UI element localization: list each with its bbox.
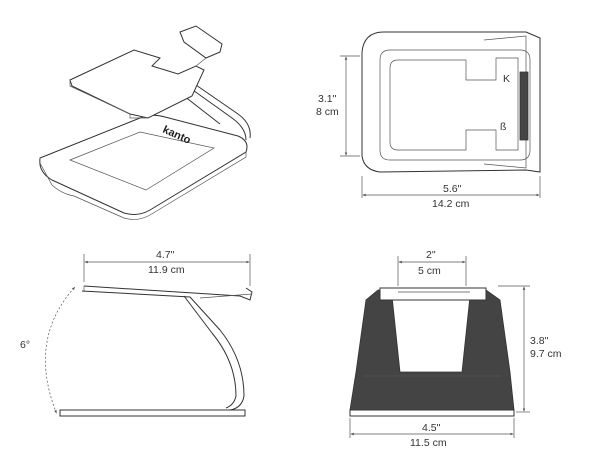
front-view: 2" 5 cm 3.8" 9.7 cm 4.5" 11.5 cm [349, 249, 562, 449]
top-height-cm: 8 cm [316, 106, 339, 118]
top-width-cm: 14.2 cm [432, 198, 470, 210]
side-angle: 6° [20, 339, 30, 351]
front-height-in: 3.8" [530, 335, 549, 347]
isometric-view: kanto [39, 25, 251, 220]
top-view: K ß 3.1" 8 cm 5.6" 14.2 cm [316, 31, 541, 210]
side-width-cm: 11.9 cm [148, 264, 185, 276]
front-top-in: 2" [426, 249, 436, 261]
k-icon: K [503, 73, 510, 85]
side-view: 4.7" 11.9 cm 6° [20, 249, 253, 417]
top-width-in: 5.6" [443, 183, 462, 195]
top-height-in: 3.1" [318, 93, 337, 105]
iso-support-arm [183, 84, 251, 141]
front-height-cm: 9.7 cm [530, 348, 562, 360]
front-base-cm: 11.5 cm [410, 437, 447, 449]
front-base-in: 4.5" [422, 422, 441, 434]
front-top-cm: 5 cm [418, 265, 441, 277]
logo-mark-icon: ß [500, 121, 506, 133]
iso-base-plate [39, 114, 248, 220]
side-width-in: 4.7" [156, 249, 175, 261]
iso-top-tray [69, 25, 223, 119]
